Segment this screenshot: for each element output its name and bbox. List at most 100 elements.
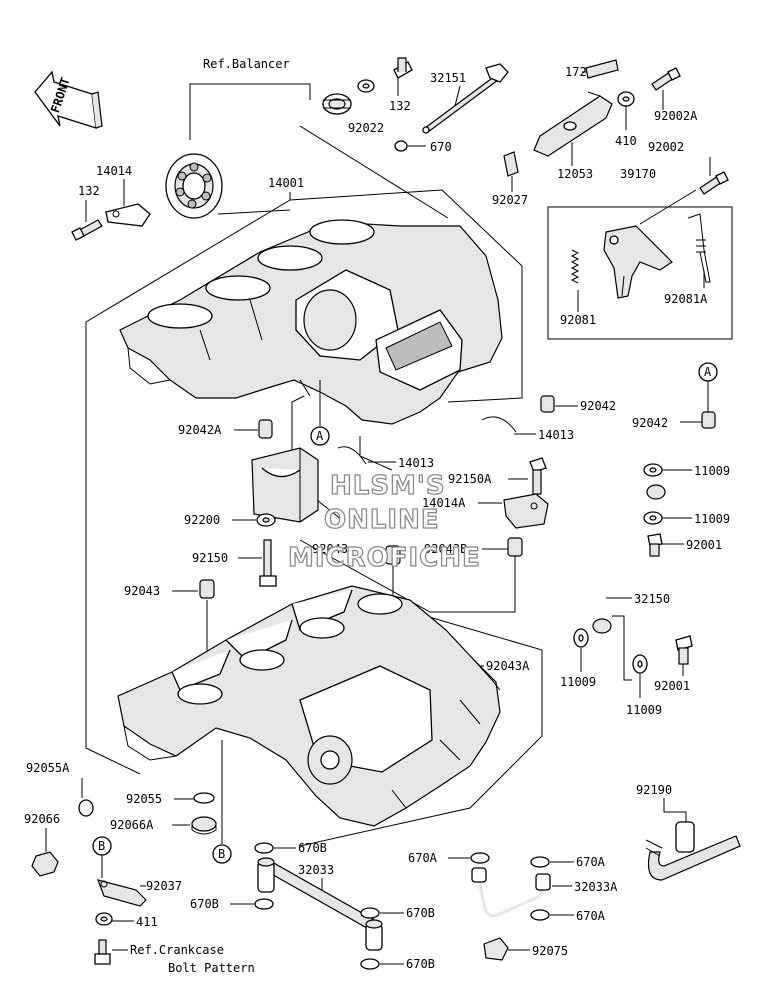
watermark: HLSM'S ONLINE MICROFICHE <box>287 470 481 573</box>
label-39170: 39170 <box>620 167 656 181</box>
assembly-box-39170 <box>547 206 733 340</box>
spring-92081-icon <box>570 249 580 284</box>
label-92001-2: 92001 <box>654 679 690 693</box>
bolt-92002-icon <box>699 171 729 195</box>
label-92043B: 92043B <box>424 542 467 556</box>
upper-crankcase-icon <box>119 219 503 425</box>
label-92042-right: 92042 <box>632 416 668 430</box>
label-670B-2: 670B <box>190 897 219 911</box>
label-172: 172 <box>565 65 587 79</box>
washer-92200-icon <box>256 513 276 527</box>
label-11009-3: 11009 <box>560 675 596 689</box>
watermark-line1: HLSM'S <box>330 471 446 501</box>
dowel-92042A-icon <box>258 419 273 439</box>
oil-pipe-32033-icon <box>257 857 383 951</box>
bolt-92150A-icon <box>529 457 547 495</box>
oring-670A-1-icon <box>470 852 490 864</box>
label-132-top: 132 <box>389 99 411 113</box>
hose-92190-icon <box>645 821 741 881</box>
label-14014: 14014 <box>96 164 132 178</box>
ball-bearing-icon <box>165 153 223 219</box>
label-410: 410 <box>615 134 637 148</box>
label-92200: 92200 <box>184 513 220 527</box>
label-92002A: 92002A <box>654 109 698 123</box>
label-14013-left: 14013 <box>398 456 434 470</box>
oring-670A-3-icon <box>530 909 550 921</box>
dowel-92043-left-icon <box>199 579 215 599</box>
label-92037: 92037 <box>146 879 182 893</box>
oring-670B-2-icon <box>254 898 274 910</box>
dowel-92042-mid-icon <box>540 395 555 413</box>
svg-text:B: B <box>98 839 105 853</box>
seal-14013-left-icon <box>337 446 367 465</box>
seal-14013-right-icon <box>481 416 517 433</box>
bolt-92001-1-icon <box>647 533 663 557</box>
label-92042-mid: 92042 <box>580 399 616 413</box>
washer-11009-4-icon <box>632 654 648 674</box>
callout-a-left: A <box>310 380 330 446</box>
plate-92037-icon <box>97 879 147 907</box>
front-arrow-icon: FRONT <box>34 70 103 129</box>
plug-92066A-icon <box>191 816 217 835</box>
watermark-line3: MICROFICHE <box>288 543 481 573</box>
label-92075: 92075 <box>532 944 568 958</box>
ref-crankcase-label: Ref.Crankcase <box>130 943 224 957</box>
bolt-92150-icon <box>259 539 277 587</box>
label-11009-4: 11009 <box>626 703 662 717</box>
oil-pipe-32150-icon <box>576 474 666 634</box>
svg-text:A: A <box>316 429 324 443</box>
ref-balancer-label: Ref.Balancer <box>203 57 290 71</box>
bolt-92001-2-icon <box>675 635 693 665</box>
clamp-92075-icon <box>483 937 509 961</box>
dowel-92043B-icon <box>507 537 523 557</box>
label-411: 411 <box>136 915 158 929</box>
label-670B-1: 670B <box>298 841 327 855</box>
label-670A-1: 670A <box>408 851 438 865</box>
label-92081: 92081 <box>560 313 596 327</box>
washer-11009-1-icon <box>643 463 663 477</box>
label-92066: 92066 <box>24 812 60 826</box>
ref-bolt-pattern-label: Bolt Pattern <box>168 961 255 975</box>
oring-92055-icon <box>193 792 215 804</box>
label-132-left: 132 <box>78 184 100 198</box>
label-12053: 12053 <box>557 167 593 181</box>
label-92150A: 92150A <box>448 472 492 486</box>
label-14013-right: 14013 <box>538 428 574 442</box>
label-670A-2: 670A <box>576 855 606 869</box>
label-670-top: 670 <box>430 140 452 154</box>
oring-670B-1-icon <box>254 842 274 854</box>
spring-92081A-icon <box>687 213 711 283</box>
callout-b-left: B <box>92 836 112 878</box>
bolt-ref-crankcase-icon <box>94 939 111 965</box>
oring-670A-2-icon <box>530 856 550 868</box>
label-92150: 92150 <box>192 551 228 565</box>
oil-pipe-32033A-icon <box>471 867 551 918</box>
label-32033A: 32033A <box>574 880 618 894</box>
label-92001-1: 92001 <box>686 538 722 552</box>
lower-crankcase-icon <box>117 585 501 827</box>
lever-12053-icon <box>533 91 613 157</box>
callout-a-right: A <box>698 362 718 412</box>
dowel-92042-right-icon <box>701 411 716 429</box>
collar-92027-icon <box>503 151 519 177</box>
pin-172-icon <box>585 59 619 79</box>
label-92190: 92190 <box>636 783 672 797</box>
shift-rod-32151-icon <box>422 63 509 134</box>
washer-92022-icon <box>357 79 375 93</box>
oring-670B-3-icon <box>360 907 380 919</box>
label-92043-mid: 92043 <box>312 542 348 556</box>
lever-39170-icon <box>603 225 673 299</box>
bolt-92002A-icon <box>651 67 681 91</box>
plate-14014A-icon <box>503 493 549 529</box>
washer-11009-2-icon <box>643 511 663 525</box>
label-92081A: 92081A <box>664 292 708 306</box>
bearing-cap-icon <box>251 447 319 523</box>
callout-b-mid: B <box>212 740 232 864</box>
needle-bearing-icon <box>322 93 352 115</box>
label-92042A: 92042A <box>178 423 222 437</box>
oring-670-top-icon <box>394 140 408 152</box>
label-92066A: 92066A <box>110 818 154 832</box>
washer-410-icon <box>617 91 635 107</box>
label-670A-3: 670A <box>576 909 606 923</box>
